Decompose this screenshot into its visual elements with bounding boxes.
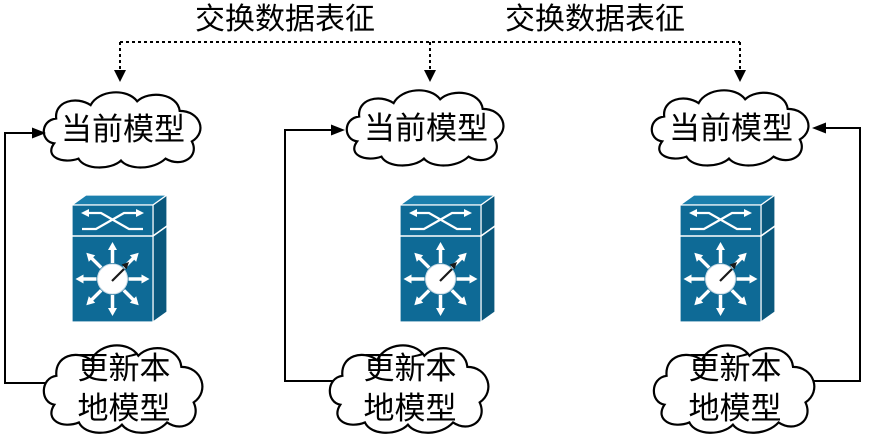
layer3-switch-icon — [72, 195, 167, 322]
update-local-model-label-line2: 地模型 — [689, 391, 782, 427]
feedback-arrowhead-node-1 — [32, 127, 46, 139]
update-local-model-label-line1: 更新本 — [689, 351, 782, 387]
update-local-model-label-line1: 更新本 — [78, 351, 171, 387]
exchange-arrowhead-node-2 — [424, 70, 436, 82]
current-model-label: 当前模型 — [669, 111, 793, 147]
update-local-model-label-line1: 更新本 — [364, 351, 457, 387]
update-local-model-label-line2: 地模型 — [364, 391, 457, 427]
exchange-label-right: 交换数据表征 — [505, 2, 685, 37]
exchange-arrowhead-node-3 — [734, 70, 746, 82]
feedback-arrowhead-node-3 — [812, 122, 826, 134]
exchange-label-left: 交换数据表征 — [195, 2, 375, 37]
node-1: 当前模型 更新本 地模型 — [42, 91, 204, 434]
exchange-bus — [114, 41, 746, 82]
current-model-label: 当前模型 — [364, 111, 488, 147]
layer3-switch-icon — [680, 195, 775, 322]
feedback-line-node-2 — [284, 129, 345, 382]
node-3: 当前模型 更新本 地模型 — [650, 89, 816, 434]
node-2: 当前模型 更新本 地模型 — [328, 89, 505, 434]
feedback-line-node-1 — [4, 132, 60, 384]
current-model-label: 当前模型 — [61, 112, 185, 148]
layer3-switch-icon — [400, 195, 495, 322]
feedback-line-node-3 — [790, 127, 861, 382]
exchange-arrowhead-node-1 — [114, 70, 126, 82]
feedback-arrowhead-node-2 — [331, 124, 345, 136]
update-local-model-label-line2: 地模型 — [78, 391, 171, 427]
